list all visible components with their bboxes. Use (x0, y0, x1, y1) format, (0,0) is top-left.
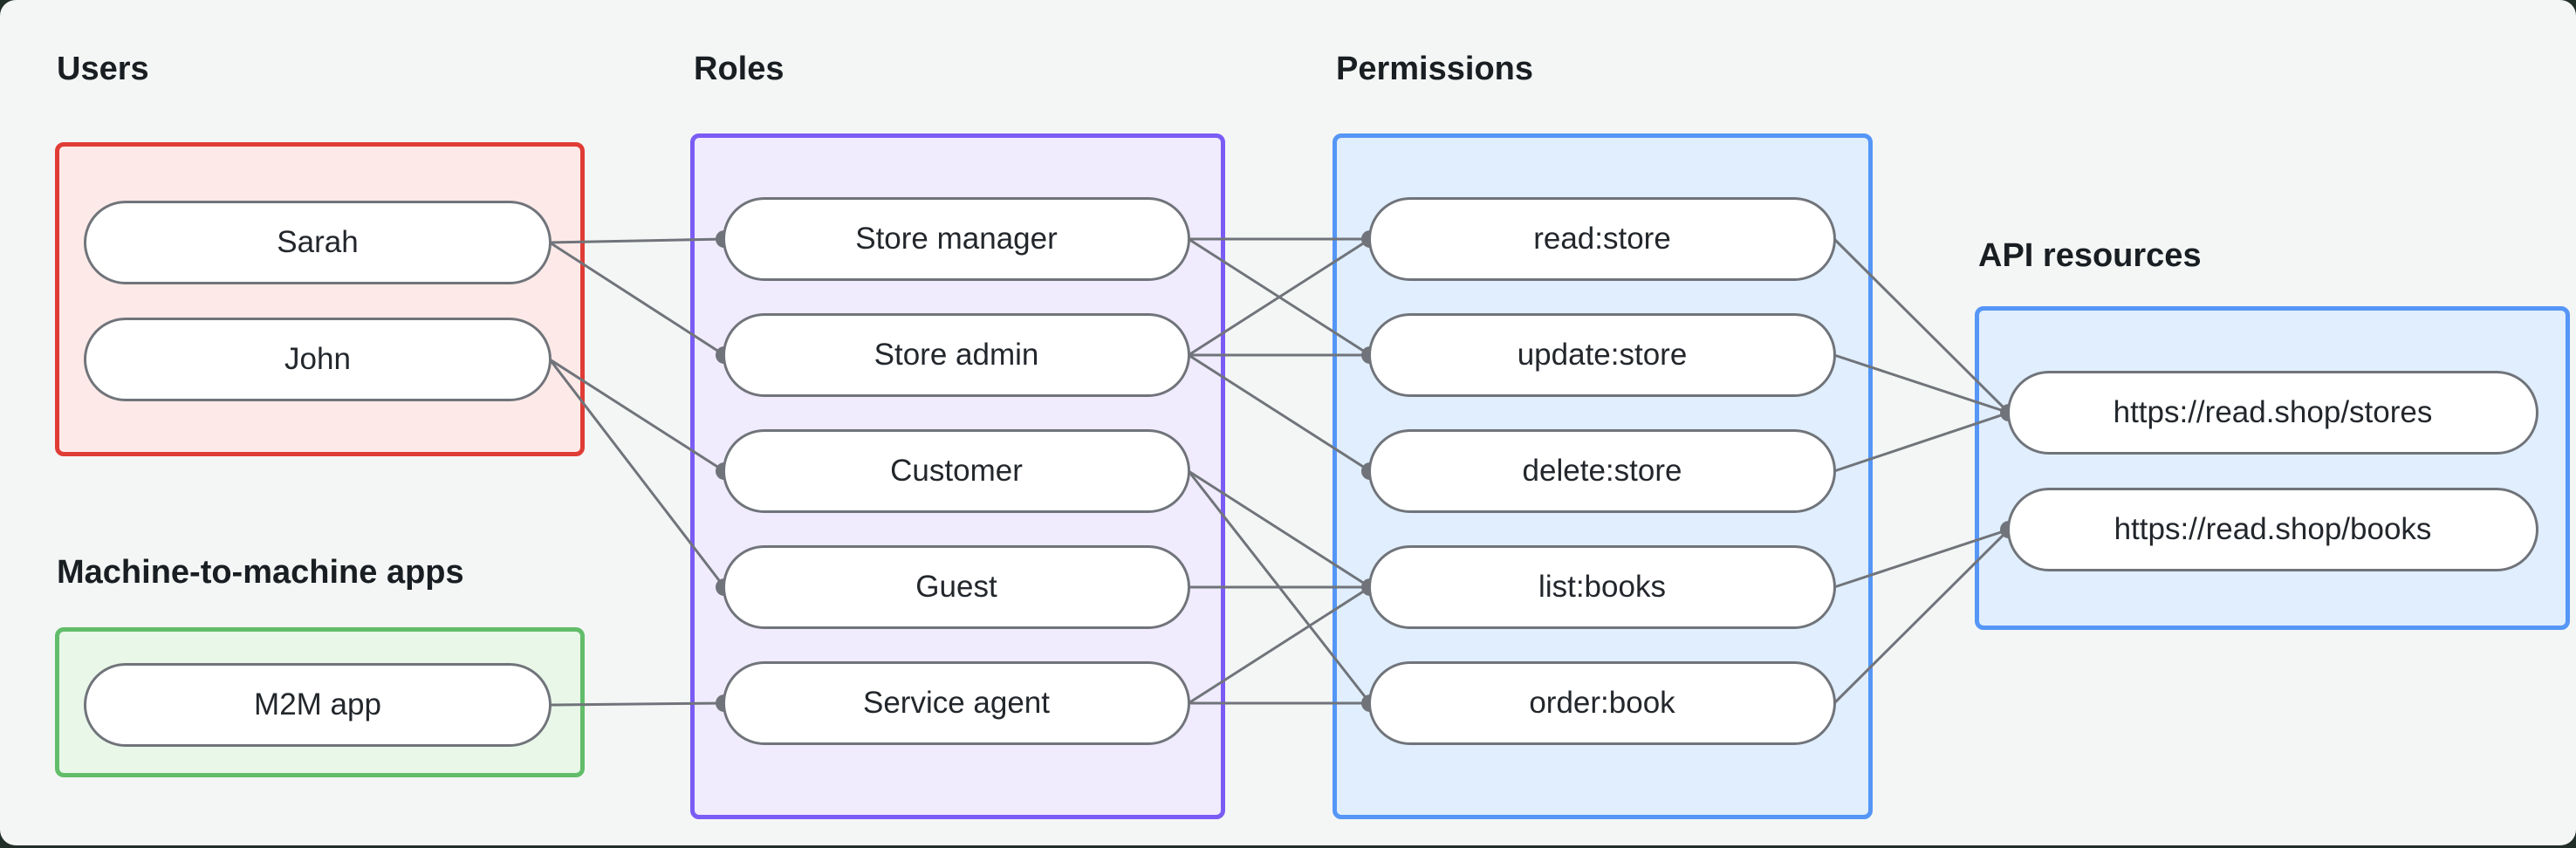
node-label: update:store (1517, 338, 1688, 372)
node-label: Guest (915, 570, 997, 604)
roles-group-title: Roles (694, 51, 784, 87)
node-label: M2M app (254, 687, 381, 721)
node-label: Store admin (874, 338, 1039, 372)
node-permission-update-store: update:store (1368, 313, 1836, 397)
node-user-sarah: Sarah (84, 201, 552, 284)
node-api-resource-stores: https://read.shop/stores (2007, 371, 2538, 455)
node-label: read:store (1533, 222, 1671, 256)
api-resources-group-box (1975, 306, 2570, 630)
node-api-resource-books: https://read.shop/books (2007, 488, 2538, 571)
node-permission-read-store: read:store (1368, 197, 1836, 281)
node-label: John (284, 342, 351, 376)
node-label: list:books (1538, 570, 1666, 604)
users-group-box (55, 142, 585, 456)
node-role-guest: Guest (723, 545, 1190, 629)
node-label: Sarah (277, 225, 359, 259)
node-label: order:book (1529, 686, 1675, 720)
node-label: Customer (890, 454, 1023, 488)
users-group-title: Users (57, 51, 149, 87)
node-m2m-app: M2M app (84, 663, 552, 747)
node-label: https://read.shop/stores (2113, 395, 2433, 429)
node-user-john: John (84, 318, 552, 401)
node-role-store-manager: Store manager (723, 197, 1190, 281)
node-label: https://read.shop/books (2114, 512, 2432, 546)
node-label: Store manager (855, 222, 1058, 256)
node-role-service-agent: Service agent (723, 661, 1190, 745)
node-permission-delete-store: delete:store (1368, 429, 1836, 513)
m2m-group-title: Machine-to-machine apps (57, 554, 464, 591)
node-permission-list-books: list:books (1368, 545, 1836, 629)
node-label: Service agent (862, 686, 1051, 720)
node-label: delete:store (1522, 454, 1682, 488)
node-permission-order-book: order:book (1368, 661, 1836, 745)
permissions-group-title: Permissions (1336, 51, 1533, 87)
node-role-store-admin: Store admin (723, 313, 1190, 397)
node-role-customer: Customer (723, 429, 1190, 513)
api-resources-group-title: API resources (1978, 237, 2202, 274)
